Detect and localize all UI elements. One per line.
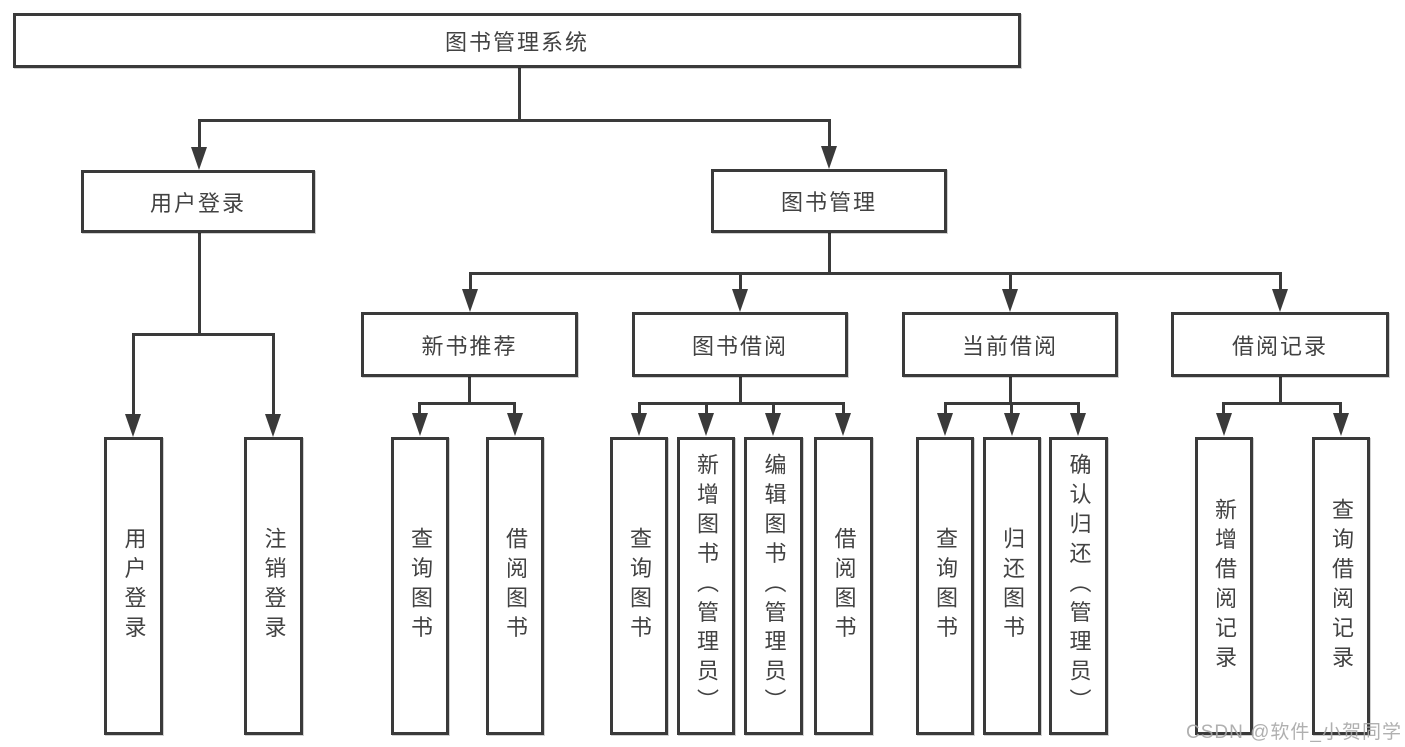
connector-book-borrow-stem: [738, 377, 742, 405]
node-root-label: 图书管理系统: [444, 29, 589, 55]
arrow-down-icon-bb-borrow: [835, 402, 851, 436]
node-new-book-recommend-label: 新书推荐: [421, 333, 518, 359]
leaf-br-add-record-label: 新增借阅记录: [1212, 497, 1237, 675]
leaf-bb-borrow-books: 借阅图书: [814, 437, 873, 735]
arrow-down-icon-cb-confirm: [1070, 402, 1086, 436]
connector-user-login-rail: [131, 333, 275, 336]
leaf-nb-query-books-label: 查询图书: [408, 527, 433, 645]
leaf-bb-add-books-admin-label: 新增图书（管理员）: [694, 453, 719, 719]
connector-level3-rail: [468, 272, 1282, 275]
leaf-cb-return-books: 归还图书: [983, 437, 1041, 735]
leaf-nb-query-books: 查询图书: [391, 437, 449, 735]
arrow-down-icon-bb-edit: [765, 402, 781, 436]
arrow-down-icon-current-borrow: [1002, 272, 1018, 312]
arrow-down-icon-leaf-user-login: [125, 333, 141, 437]
leaf-user-login-label: 用户登录: [121, 527, 147, 645]
leaf-bb-query-books: 查询图书: [610, 437, 668, 735]
leaf-cb-query-books-label: 查询图书: [933, 527, 958, 645]
arrow-down-icon-br-query: [1332, 402, 1349, 436]
leaf-logout-login: 注销登录: [244, 437, 303, 735]
connector-new-book-stem: [468, 377, 471, 405]
connector-borrow-records-rail: [1222, 402, 1342, 405]
leaf-bb-query-books-label: 查询图书: [627, 527, 652, 645]
connector-book-management-stem: [827, 233, 831, 275]
leaf-bb-edit-books-admin-label: 编辑图书（管理员）: [761, 453, 787, 719]
leaf-cb-return-books-label: 归还图书: [1000, 527, 1025, 645]
connector-level2-rail: [197, 119, 831, 122]
arrow-down-icon-br-add: [1215, 402, 1232, 436]
connector-borrow-records-stem: [1278, 377, 1282, 405]
node-root: 图书管理系统: [13, 13, 1021, 68]
node-current-borrow-label: 当前借阅: [961, 333, 1058, 359]
arrow-down-icon-bb-add: [698, 402, 714, 436]
arrow-down-icon-nb-borrow: [506, 402, 523, 436]
leaf-cb-query-books: 查询图书: [916, 437, 974, 735]
arrow-down-icon-borrow-records: [1272, 272, 1288, 312]
leaf-br-add-record: 新增借阅记录: [1195, 437, 1253, 735]
leaf-bb-borrow-books-label: 借阅图书: [831, 527, 857, 645]
arrow-down-icon-nb-query: [411, 402, 428, 436]
leaf-br-query-record-label: 查询借阅记录: [1329, 497, 1354, 675]
csdn-watermark: CSDN @软件_小贺同学: [1186, 722, 1402, 743]
leaf-user-login: 用户登录: [104, 437, 163, 735]
leaf-bb-edit-books-admin: 编辑图书（管理员）: [744, 437, 803, 735]
connector-new-book-rail: [418, 402, 516, 405]
node-user-login-label: 用户登录: [149, 190, 246, 216]
node-book-borrow-label: 图书借阅: [691, 333, 788, 359]
node-borrow-records: 借阅记录: [1171, 312, 1389, 377]
connector-user-login-stem: [197, 233, 201, 336]
arrow-down-icon-user-login: [191, 119, 207, 170]
node-book-management: 图书管理: [711, 169, 947, 233]
arrow-down-icon-book-borrow: [732, 272, 748, 312]
arrow-down-icon-new-book-recommend: [462, 272, 478, 312]
arrow-down-icon-bb-query: [631, 402, 647, 436]
node-book-borrow: 图书借阅: [632, 312, 848, 377]
node-new-book-recommend: 新书推荐: [361, 312, 578, 377]
node-borrow-records-label: 借阅记录: [1231, 333, 1328, 359]
arrow-down-icon-cb-return: [1003, 402, 1020, 436]
node-user-login: 用户登录: [81, 170, 315, 233]
connector-root-stem: [517, 68, 521, 121]
arrow-down-icon-book-management: [821, 119, 837, 169]
leaf-logout-login-label: 注销登录: [261, 527, 287, 645]
leaf-cb-confirm-return-admin: 确认归还（管理员）: [1049, 437, 1108, 735]
arrow-down-icon-leaf-logout: [265, 333, 281, 437]
leaf-nb-borrow-books: 借阅图书: [486, 437, 544, 735]
node-current-borrow: 当前借阅: [902, 312, 1118, 377]
node-book-management-label: 图书管理: [780, 190, 877, 215]
leaf-bb-add-books-admin: 新增图书（管理员）: [677, 437, 735, 735]
leaf-nb-borrow-books-label: 借阅图书: [503, 527, 528, 645]
leaf-cb-confirm-return-admin-label: 确认归还（管理员）: [1066, 453, 1092, 719]
leaf-br-query-record: 查询借阅记录: [1312, 437, 1370, 735]
arrow-down-icon-cb-query: [937, 402, 953, 436]
connector-book-borrow-rail: [637, 402, 845, 405]
connector-current-borrow-stem: [1008, 377, 1012, 405]
